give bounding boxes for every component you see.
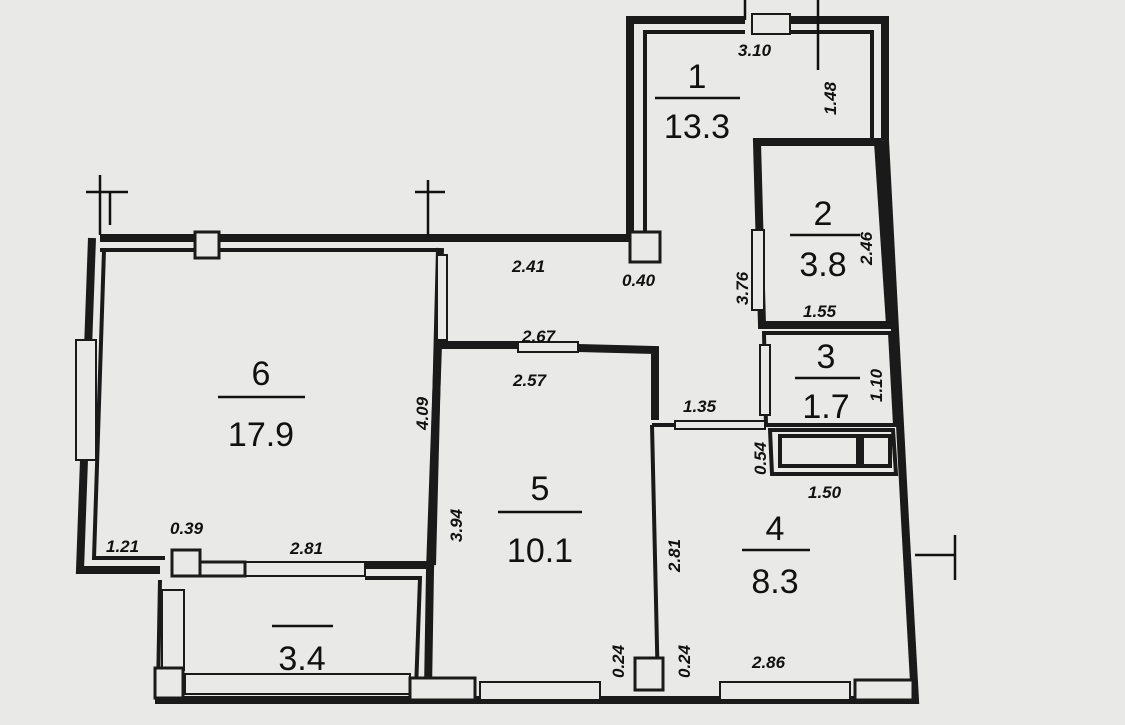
room-1-area: 13.3	[664, 108, 730, 146]
dimension-labels: 3.10 1.48 2.46 3.76 1.55 1.10 0.54 1.50 …	[106, 41, 886, 678]
columns	[153, 230, 915, 702]
dim-2-86: 2.86	[751, 653, 786, 672]
dim-3-10: 3.10	[738, 41, 772, 60]
dim-2-41: 2.41	[511, 257, 545, 276]
dim-0-39: 0.39	[170, 519, 204, 538]
room-3-number: 3	[817, 338, 836, 376]
room-2-area: 3.8	[799, 246, 846, 284]
room-1-number: 1	[688, 58, 707, 96]
room-3-area: 1.7	[802, 388, 849, 426]
dim-1-55: 1.55	[803, 302, 837, 321]
dim-3-76: 3.76	[733, 271, 752, 305]
room-4-number: 4	[766, 510, 785, 548]
room-labels: 1 13.3 2 3.8 3 1.7 4 8.3 5 10.1 6 17.9 3…	[218, 58, 860, 678]
dim-2-81-vertical: 2.81	[665, 539, 684, 573]
dim-1-48: 1.48	[821, 81, 840, 115]
room-2-number: 2	[814, 195, 833, 233]
dim-1-21: 1.21	[106, 537, 139, 556]
room-4-area: 8.3	[751, 563, 798, 601]
dim-4-09: 4.09	[413, 396, 432, 431]
dim-2-46: 2.46	[857, 231, 876, 266]
dim-0-24-right: 0.24	[675, 644, 694, 678]
dim-1-50: 1.50	[808, 483, 842, 502]
windows	[75, 13, 851, 701]
room-6-area: 17.9	[228, 416, 294, 454]
dim-2-67: 2.67	[521, 327, 557, 346]
dim-0-40: 0.40	[622, 271, 656, 290]
dim-0-24-left: 0.24	[609, 644, 628, 678]
section-markers	[86, 0, 820, 235]
room-6-number: 6	[252, 355, 271, 393]
dim-2-57: 2.57	[512, 371, 548, 390]
dim-3-94: 3.94	[447, 508, 466, 542]
balcony-area: 3.4	[278, 640, 325, 678]
dim-1-35: 1.35	[683, 397, 717, 416]
room-5-area: 10.1	[507, 532, 573, 570]
room-5-number: 5	[531, 470, 550, 508]
dim-2-81-horizontal: 2.81	[289, 539, 323, 558]
dim-1-10: 1.10	[867, 368, 886, 402]
dim-0-54: 0.54	[751, 441, 770, 475]
